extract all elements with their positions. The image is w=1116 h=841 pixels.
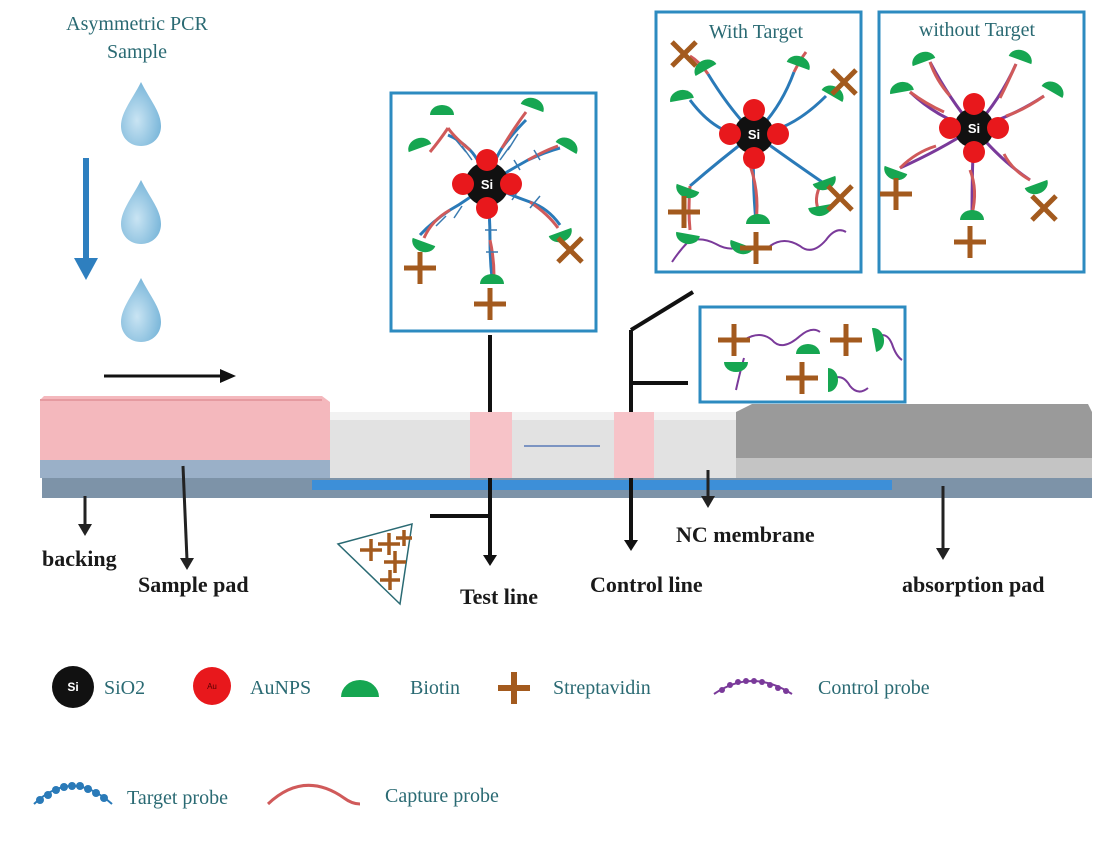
test-line-band <box>470 412 512 478</box>
control-line-connectors <box>624 290 695 551</box>
label-sample-pad: Sample pad <box>138 572 249 597</box>
droplet-icon <box>121 82 161 146</box>
control-line-box <box>698 305 907 404</box>
label-backing: backing <box>42 546 117 571</box>
aunps-legend-icon: Au <box>193 667 231 705</box>
conjugate-box: Si <box>389 91 598 333</box>
control-probe-legend-icon <box>713 678 793 695</box>
sample-pad-block <box>40 396 330 470</box>
with-target-box: With Target Si <box>654 10 863 274</box>
label-control-line: Control line <box>590 572 703 597</box>
flow-down-arrow <box>74 158 98 280</box>
legend-control-probe-label: Control probe <box>818 677 930 699</box>
control-line-band <box>614 412 654 478</box>
legend-biotin-label: Biotin <box>410 677 460 699</box>
core-label: Si <box>481 177 493 192</box>
legend-sio2-label: SiO2 <box>104 677 145 699</box>
label-nc-membrane: NC membrane <box>676 522 815 547</box>
legend-aunps-label: AuNPS <box>250 677 311 699</box>
biotin-legend-icon <box>341 680 379 697</box>
streptavidin-triangle <box>336 522 413 606</box>
sample-title-line1: Asymmetric PCR <box>66 13 208 35</box>
without-target-box: without Target Si <box>877 10 1086 274</box>
streptavidin-legend-icon <box>498 672 530 704</box>
with-target-title: With Target <box>709 21 804 43</box>
flow-right-arrow <box>104 369 236 383</box>
droplet-icon <box>121 278 161 342</box>
test-line-connectors <box>430 335 497 566</box>
legend-target-probe-label: Target probe <box>127 787 228 809</box>
strip-arrows <box>78 465 950 570</box>
target-probe-legend-icon <box>33 782 113 805</box>
core-label: Si <box>748 127 760 142</box>
droplet-icon <box>121 180 161 244</box>
svg-text:Si: Si <box>67 680 78 694</box>
legend-streptavidin-label: Streptavidin <box>553 677 651 699</box>
sio2-legend-icon: Si <box>52 666 94 708</box>
label-test-line: Test line <box>460 584 538 609</box>
core-label: Si <box>968 121 980 136</box>
sample-title-line2: Sample <box>107 41 167 63</box>
test-strip <box>40 396 1092 498</box>
legend: Si SiO2 Au AuNPS Biotin Streptavidin Con… <box>33 666 930 809</box>
without-target-title: without Target <box>919 19 1036 41</box>
label-absorption-pad: absorption pad <box>902 572 1044 597</box>
nc-membrane-strip <box>322 412 742 478</box>
capture-probe-legend-icon <box>266 784 361 806</box>
svg-text:Au: Au <box>207 682 217 691</box>
legend-capture-probe-label: Capture probe <box>385 785 499 807</box>
blue-layer <box>312 480 892 490</box>
